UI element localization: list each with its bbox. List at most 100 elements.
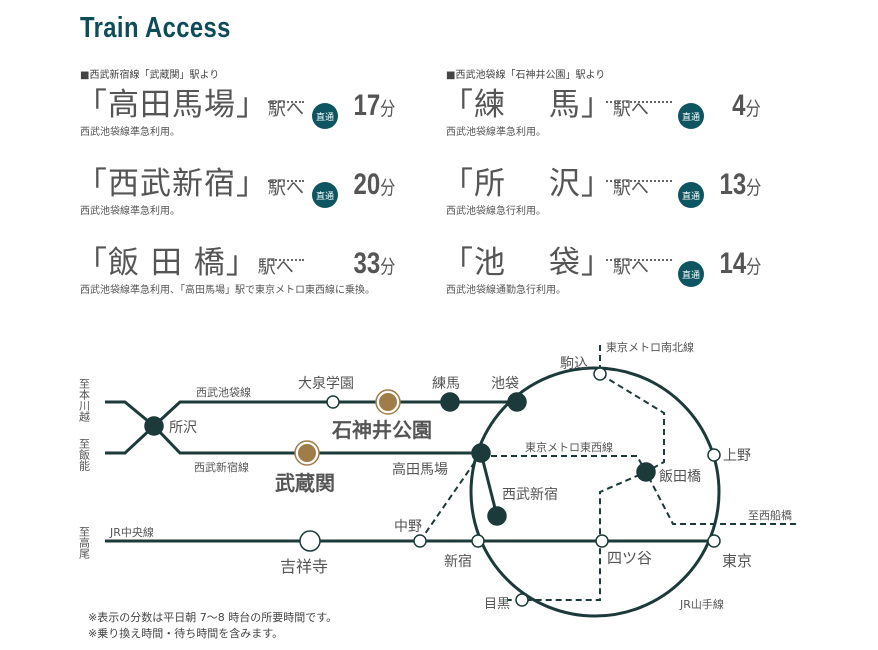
- direct-badge: 直通: [678, 182, 704, 208]
- leader-dots: [268, 101, 304, 103]
- seibu-shinjuku-branch: [479, 452, 499, 517]
- dir-hanno: 至飯能: [78, 438, 91, 472]
- label-ueno: 上野: [723, 448, 751, 464]
- station-shinjuku: [471, 534, 485, 548]
- rail-lines: [105, 366, 721, 618]
- section-heading: ■西武新宿線「武蔵関」駅より: [80, 70, 220, 81]
- minutes: 17: [353, 89, 380, 122]
- label-namboku-line: 東京メトロ南北線: [606, 340, 694, 354]
- label-tokyo: 東京: [722, 552, 752, 570]
- label-meguro: 目黒: [484, 597, 510, 612]
- yamanote-line: [469, 366, 721, 618]
- destination: 「高田馬場」: [76, 87, 268, 123]
- station-nerima: [440, 392, 460, 412]
- leader-dots: [268, 259, 304, 261]
- direct-badge: 直通: [312, 103, 338, 129]
- label-tokorozawa: 所沢: [169, 420, 197, 436]
- eki-label: 駅へ: [268, 99, 304, 120]
- dir-takao: 至高尾: [78, 526, 91, 559]
- note: 西武池袋線準急利用、「高田馬場」駅で東京メトロ東西線に乗換。: [80, 285, 375, 296]
- station-tokyo: [707, 534, 721, 548]
- direct-badge: 直通: [678, 261, 704, 287]
- label-seibu-shinjuku: 西武新宿: [502, 486, 558, 503]
- note: 西武池袋線急行利用。: [446, 206, 546, 217]
- label-kichijoji: 吉祥寺: [280, 557, 328, 576]
- station-kichijoji: [299, 530, 321, 552]
- station-takadanobaba: [471, 443, 491, 463]
- station-tokorozawa: [144, 416, 164, 436]
- minutes: 20: [353, 168, 380, 201]
- station-komagome: [593, 367, 607, 381]
- label-ikebukuro: 池袋: [491, 376, 519, 392]
- station-iidabashi: [636, 462, 656, 482]
- direct-badge: 直通: [678, 103, 704, 129]
- direct-badge: 直通: [312, 182, 338, 208]
- note: 西武池袋線準急利用。: [446, 127, 546, 138]
- label-chuo-line: JR中央線: [109, 525, 154, 539]
- stations: [144, 367, 721, 607]
- destination: 「練 馬」: [442, 87, 613, 123]
- destination: 「西武新宿」: [76, 166, 268, 202]
- label-shakujii: 石神井公園: [331, 418, 432, 442]
- minutes: 14: [719, 247, 746, 280]
- label-tozai-line: 東京メトロ東西線: [525, 440, 613, 454]
- leader-dots: [606, 180, 672, 182]
- station-ikebukuro: [507, 392, 527, 412]
- unit: 分: [745, 99, 761, 120]
- label-yotsuya: 四ツ谷: [607, 549, 652, 567]
- eki-label: 駅へ: [612, 99, 649, 120]
- station-shakujii: [379, 393, 397, 411]
- station-nakano: [413, 534, 427, 548]
- destination: 「飯 田 橋」: [76, 245, 258, 281]
- note: 西武池袋線準急利用。: [80, 206, 180, 217]
- list-item: 「所 沢」駅へ 直通 13分西武池袋線急行利用。: [442, 166, 761, 245]
- minutes: 33: [353, 247, 380, 280]
- note: 西武池袋線通勤急行利用。: [446, 285, 566, 296]
- eki-label: 駅へ: [612, 257, 649, 278]
- label-iidabashi: 飯田橋: [659, 468, 701, 485]
- leader-dots: [268, 180, 304, 182]
- footnote: ※乗り換え時間・待ち時間を含みます。: [88, 627, 284, 640]
- destination: 「所 沢」: [442, 166, 613, 202]
- station-ueno: [707, 448, 721, 462]
- list-item: 「練 馬」駅へ 直通 4分西武池袋線準急利用。: [442, 87, 761, 166]
- unit: 分: [745, 178, 761, 199]
- destination: 「池 袋」: [442, 245, 613, 281]
- label-yamanote-line: JR山手線: [679, 597, 724, 611]
- note: 西武池袋線準急利用。: [80, 127, 180, 138]
- minutes: 13: [719, 168, 746, 201]
- label-takadanobaba: 高田馬場: [392, 461, 448, 478]
- unit: 分: [379, 257, 395, 278]
- label-shinjuku: 新宿: [444, 553, 472, 570]
- eki-label: 駅へ: [257, 257, 294, 278]
- station-oizumi: [326, 395, 340, 409]
- leader-dots: [606, 101, 672, 103]
- label-musashiseki: 武蔵関: [275, 471, 335, 495]
- station-musashiseki: [298, 444, 316, 462]
- label-oizumi: 大泉学園: [298, 375, 354, 392]
- footnote: ※表示の分数は平日朝 7～8 時台の所要時間です。: [88, 611, 338, 624]
- station-yotsuya: [595, 534, 609, 548]
- list-item: 「池 袋」駅へ 直通 14分西武池袋線通勤急行利用。: [442, 245, 761, 324]
- label-shinjuku-line: 西武新宿線: [194, 460, 249, 474]
- leader-dots: [606, 259, 672, 261]
- eki-label: 駅へ: [612, 178, 649, 199]
- tozai-line-west: [419, 452, 482, 542]
- unit: 分: [379, 99, 395, 120]
- unit: 分: [745, 257, 761, 278]
- label-komagome: 駒込: [560, 356, 588, 372]
- station-meguro: [515, 593, 529, 607]
- namboku-line: [507, 345, 665, 601]
- unit: 分: [379, 178, 395, 199]
- list-item: 「飯 田 橋」駅へ 33分西武池袋線準急利用、「高田馬場」駅で東京メトロ東西線に乗…: [76, 245, 395, 324]
- list-item: 「西武新宿」駅へ直通 20分西武池袋線準急利用。: [76, 166, 395, 245]
- minutes: 4: [732, 89, 746, 122]
- label-nakano: 中野: [394, 519, 422, 535]
- map-labels: 至本川越 至飯能 至高尾 西武池袋線 西武新宿線 JR中央線 東京メトロ東西線 …: [78, 340, 793, 612]
- list-item: 「高田馬場」駅へ直通 17分西武池袋線準急利用。: [76, 87, 395, 166]
- eki-label: 駅へ: [268, 178, 304, 199]
- label-nerima: 練馬: [432, 376, 460, 392]
